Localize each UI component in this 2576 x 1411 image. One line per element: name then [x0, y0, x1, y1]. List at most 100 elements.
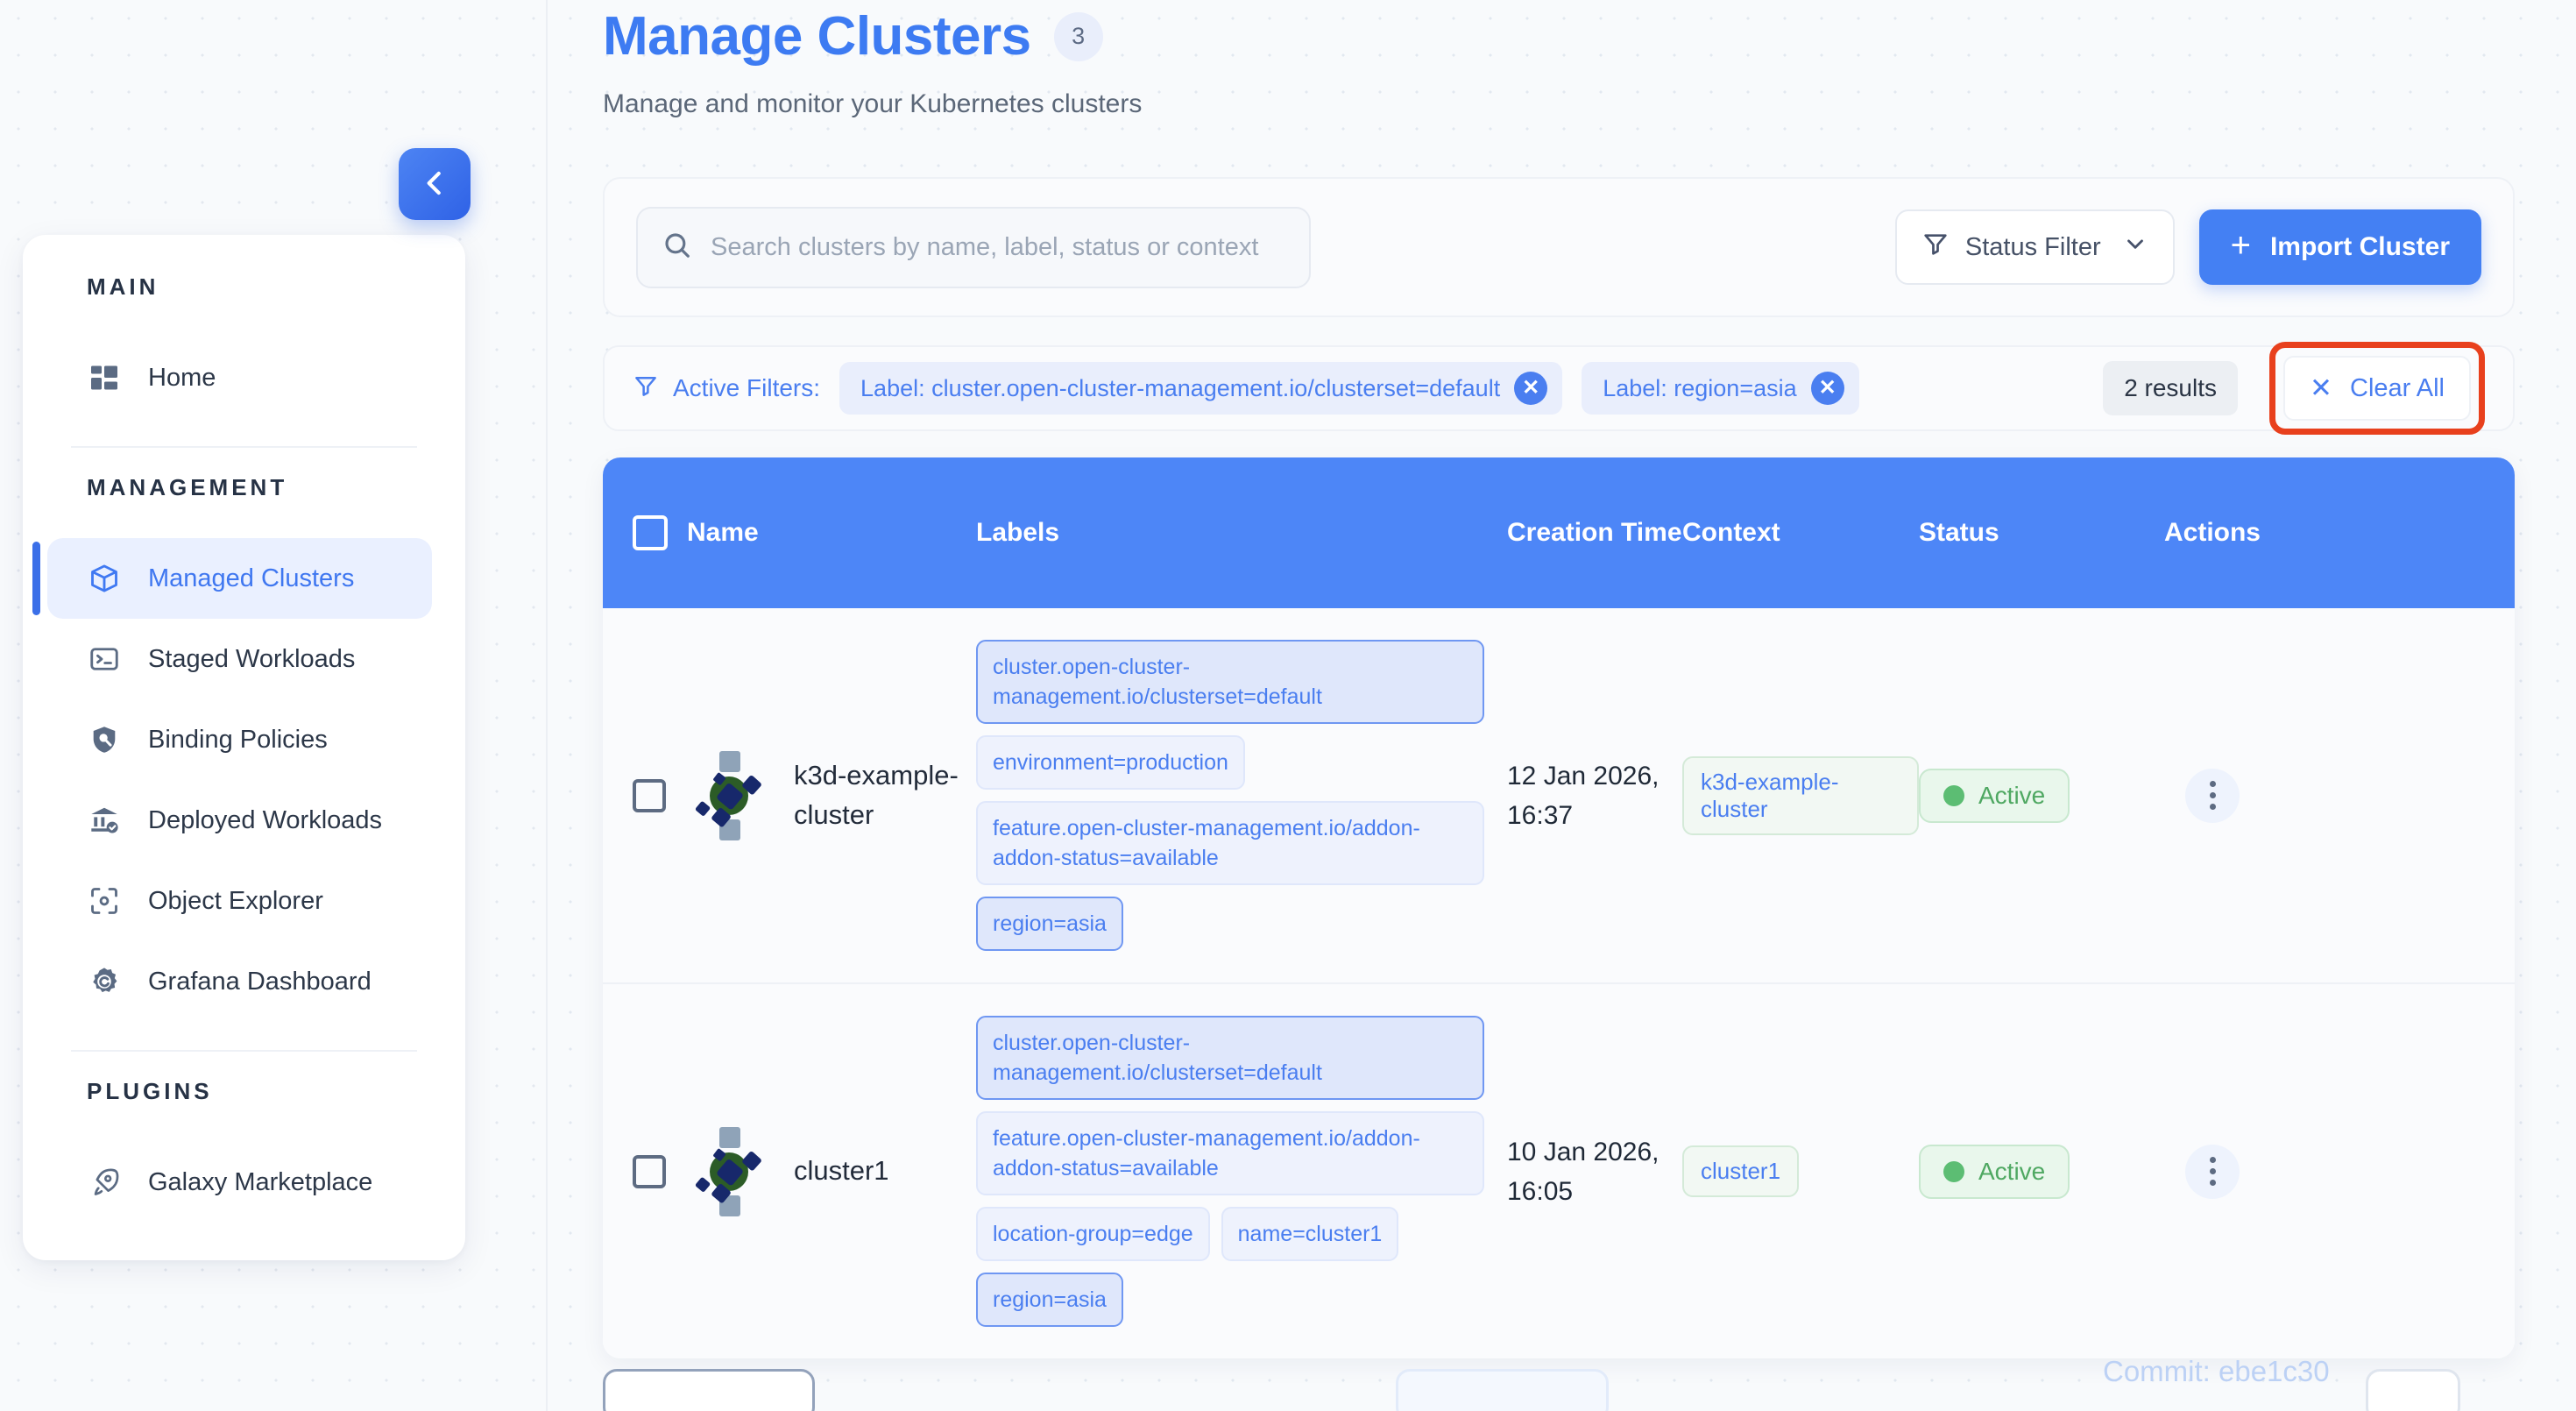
sidebar-item-managed-clusters[interactable]: Managed Clusters — [32, 538, 432, 619]
funnel-icon — [1921, 230, 1950, 265]
table-header-labels[interactable]: Labels — [976, 518, 1060, 547]
results-count-badge: 2 results — [2103, 361, 2239, 415]
clear-all-label: Clear All — [2350, 373, 2445, 402]
status-dot-icon — [1943, 784, 1964, 806]
row-select-cell — [603, 778, 687, 812]
table-header-name[interactable]: Name — [687, 518, 759, 547]
filter-chip-clusterset[interactable]: Label: cluster.open-cluster-management.i… — [839, 362, 1563, 415]
page-indicator-partial[interactable] — [1396, 1369, 1609, 1411]
row-actions-cell — [2129, 768, 2296, 823]
filter-chip-region[interactable]: Label: region=asia ✕ — [1582, 362, 1859, 415]
sidebar-item-deployed-workloads[interactable]: Deployed Workloads — [23, 780, 465, 861]
import-cluster-button[interactable]: + Import Cluster — [2198, 209, 2481, 285]
creation-time: 12 Jan 2026, 16:37 — [1507, 761, 1660, 830]
filter-chip-text: Label: region=asia — [1603, 374, 1797, 401]
page-header: Manage Clusters 3 — [603, 0, 2515, 67]
search-box[interactable] — [636, 206, 1311, 288]
close-circle-icon[interactable]: ✕ — [1810, 372, 1844, 405]
scan-object-icon — [87, 883, 122, 918]
context-chip[interactable]: cluster1 — [1682, 1145, 1800, 1197]
status-filter-dropdown[interactable]: Status Filter — [1894, 209, 2175, 285]
kubernetes-cluster-icon — [687, 748, 771, 844]
sidebar-item-label: Galaxy Marketplace — [148, 1167, 373, 1196]
table-header-select — [603, 515, 687, 550]
sidebar-divider-2 — [71, 1050, 417, 1052]
sidebar-item-label: Managed Clusters — [148, 564, 355, 592]
sidebar-collapse-button[interactable] — [399, 148, 471, 220]
cluster-name: cluster1 — [794, 1155, 889, 1187]
label-chip[interactable]: feature.open-cluster-management.io/addon… — [976, 1111, 1484, 1195]
sidebar-item-grafana-dashboard[interactable]: Grafana Dashboard — [23, 941, 465, 1022]
label-chip[interactable]: cluster.open-cluster-management.io/clust… — [976, 640, 1484, 724]
active-filters-label-group: Active Filters: — [633, 372, 820, 405]
table-header-status[interactable]: Status — [1919, 518, 1999, 547]
context-chip[interactable]: k3d-example-cluster — [1682, 755, 1919, 835]
bottom-widgets-strip — [603, 1369, 2460, 1411]
status-label: Active — [1978, 1157, 2046, 1185]
plus-icon: + — [2230, 226, 2251, 265]
label-chip[interactable]: environment=production — [976, 735, 1245, 790]
sidebar-item-label: Binding Policies — [148, 725, 328, 754]
table-row[interactable]: k3d-example-cluster cluster.open-cluster… — [603, 608, 2515, 984]
sidebar-section-label-main: MAIN — [87, 273, 159, 300]
sidebar-item-home[interactable]: Home — [23, 337, 465, 418]
kebab-menu-icon[interactable] — [2185, 768, 2240, 823]
grafana-icon — [87, 964, 122, 999]
rocket-icon — [87, 1165, 122, 1200]
sidebar-item-galaxy-marketplace[interactable]: Galaxy Marketplace — [23, 1142, 465, 1223]
row-name-cell: cluster1 — [687, 1124, 976, 1220]
status-filter-label: Status Filter — [1964, 232, 2101, 261]
row-checkbox[interactable] — [633, 778, 666, 812]
sidebar-item-staged-workloads[interactable]: Staged Workloads — [23, 619, 465, 699]
status-dot-icon — [1943, 1160, 1964, 1182]
toolbar: Status Filter + Import Cluster — [603, 177, 2515, 317]
table-header-row: Name Labels Creation Time Context Status… — [603, 457, 2515, 608]
search-icon — [662, 230, 693, 266]
cluster-count-badge: 3 — [1053, 11, 1103, 61]
table-header-context[interactable]: Context — [1682, 518, 1780, 547]
row-context-cell: k3d-example-cluster — [1682, 755, 1919, 835]
active-filters-label: Active Filters: — [673, 374, 821, 401]
shield-search-icon — [87, 722, 122, 757]
close-circle-icon[interactable]: ✕ — [1514, 372, 1548, 405]
sidebar-item-label: Deployed Workloads — [148, 805, 383, 834]
label-chip[interactable]: location-group=edge — [976, 1207, 1210, 1261]
row-select-cell — [603, 1154, 687, 1188]
clear-all-highlight: ✕ Clear All — [2269, 342, 2485, 435]
page-subtitle: Manage and monitor your Kubernetes clust… — [603, 89, 1143, 118]
row-labels-cell: cluster.open-cluster-management.io/clust… — [976, 640, 1507, 951]
row-checkbox[interactable] — [633, 1154, 666, 1188]
status-label: Active — [1978, 781, 2046, 809]
row-labels-cell: cluster.open-cluster-management.io/clust… — [976, 1016, 1507, 1327]
label-chip[interactable]: cluster.open-cluster-management.io/clust… — [976, 1016, 1484, 1100]
clusters-table: Name Labels Creation Time Context Status… — [603, 457, 2515, 1358]
sidebar-item-binding-policies[interactable]: Binding Policies — [23, 699, 465, 780]
sidebar-section-label-plugins: PLUGINS — [87, 1078, 213, 1104]
close-icon: ✕ — [2310, 372, 2332, 403]
table-row[interactable]: cluster1 cluster.open-cluster-management… — [603, 984, 2515, 1358]
sidebar-divider-1 — [71, 446, 417, 448]
sidebar-region: MAIN Home MANAGEMENT Managed Clusters St… — [0, 0, 548, 1411]
label-chip[interactable]: region=asia — [976, 1273, 1123, 1327]
chevron-down-icon — [2117, 230, 2148, 264]
table-header-creation-time[interactable]: Creation Time — [1507, 518, 1682, 547]
label-chip[interactable]: name=cluster1 — [1221, 1207, 1399, 1261]
status-badge: Active — [1919, 768, 2070, 823]
label-chip[interactable]: feature.open-cluster-management.io/addon… — [976, 801, 1484, 885]
row-name-cell: k3d-example-cluster — [687, 748, 976, 844]
sidebar: MAIN Home MANAGEMENT Managed Clusters St… — [23, 235, 465, 1260]
clear-all-button[interactable]: ✕ Clear All — [2283, 356, 2471, 421]
kebab-menu-icon[interactable] — [2185, 1144, 2240, 1199]
search-input[interactable] — [711, 232, 1285, 262]
sidebar-item-label: Home — [148, 363, 216, 392]
row-context-cell: cluster1 — [1682, 1145, 1919, 1197]
chevron-left-icon — [418, 167, 451, 202]
label-chip[interactable]: region=asia — [976, 897, 1123, 951]
select-all-checkbox[interactable] — [633, 515, 668, 550]
page-size-select-partial[interactable] — [2366, 1369, 2460, 1411]
pagination-control-partial[interactable] — [603, 1369, 815, 1411]
sidebar-item-object-explorer[interactable]: Object Explorer — [23, 861, 465, 941]
commit-label: Commit: ebe1c30 — [2103, 1355, 2330, 1387]
sidebar-item-label: Grafana Dashboard — [148, 967, 372, 996]
funnel-icon — [633, 372, 659, 405]
